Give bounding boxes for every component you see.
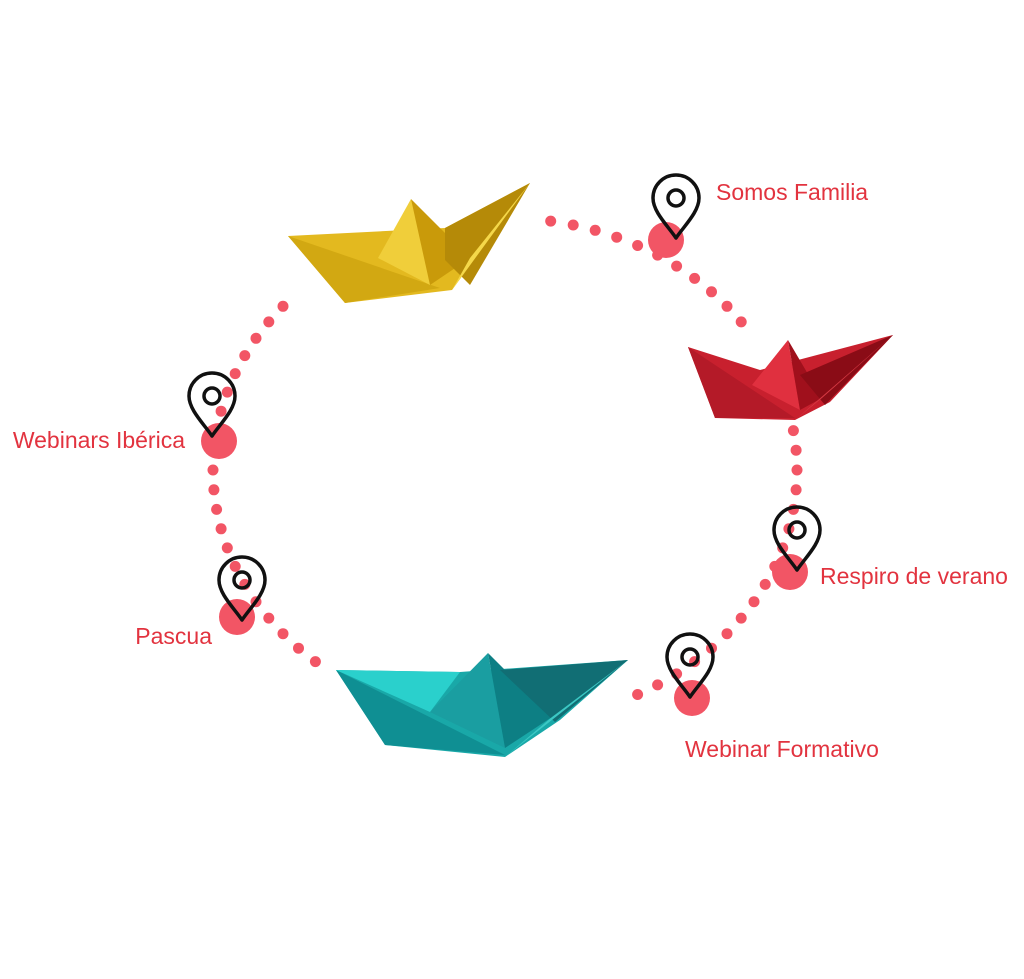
path-dot <box>735 316 747 328</box>
path-dot <box>689 272 701 284</box>
path-dot <box>632 240 644 251</box>
path-dot <box>791 464 803 476</box>
path-dot <box>790 484 802 496</box>
path-dot <box>787 425 799 437</box>
milestone-webinar-formativo: Webinar Formativo <box>665 632 879 762</box>
path-dot <box>221 386 233 398</box>
milestone-pascua: Pascua <box>135 555 267 649</box>
path-dot <box>735 612 747 624</box>
path-dot <box>721 628 733 640</box>
path-dot <box>545 215 557 227</box>
path-dot <box>706 286 717 298</box>
path-dot <box>589 224 601 236</box>
path-dot <box>263 612 275 624</box>
path-dot <box>215 523 227 535</box>
path-dot <box>263 316 275 328</box>
path-dot <box>293 642 304 654</box>
milestone-label: Pascua <box>135 623 212 649</box>
map-pin-icon <box>187 371 237 438</box>
path-dot <box>207 464 219 476</box>
map-pin-icon <box>665 632 715 699</box>
yellow-paper-boat <box>288 183 530 303</box>
path-dot <box>567 219 579 231</box>
teal-paper-boat <box>336 653 628 757</box>
path-dot <box>229 368 241 380</box>
path-dot <box>229 560 241 572</box>
milestone-dot <box>648 222 684 258</box>
path-dot <box>759 578 771 590</box>
path-dot <box>652 679 664 691</box>
milestone-webinars-ib-rica: Webinars Ibérica <box>13 371 237 459</box>
path-dot <box>632 689 644 700</box>
milestone-label: Webinars Ibérica <box>13 427 185 453</box>
path-dot <box>211 503 223 515</box>
milestone-dot <box>219 599 255 635</box>
map-pin-icon <box>651 173 701 240</box>
red-paper-boat <box>688 335 893 420</box>
milestone-dot <box>772 554 808 590</box>
milestone-somos-familia: Somos Familia <box>648 173 868 258</box>
milestone-label: Webinar Formativo <box>685 736 879 762</box>
path-dot <box>277 628 289 640</box>
path-dot <box>309 656 321 668</box>
path-dot <box>221 542 233 554</box>
path-dot <box>790 444 802 456</box>
milestone-label: Respiro de verano <box>820 563 1008 589</box>
path-dot <box>208 484 220 496</box>
path-dot <box>250 332 262 344</box>
path-dot <box>277 300 289 312</box>
map-pin-icon <box>217 555 267 622</box>
milestone-respiro-de-verano: Respiro de verano <box>772 505 1008 590</box>
path-dot <box>721 300 733 312</box>
dotted-path <box>207 215 803 700</box>
path-dot <box>239 350 251 362</box>
map-pin-icon <box>772 505 822 572</box>
path-dot <box>748 596 760 608</box>
path-dot <box>611 231 623 243</box>
path-dot <box>215 405 227 417</box>
milestone-label: Somos Familia <box>716 179 868 205</box>
path-dot <box>671 260 683 272</box>
